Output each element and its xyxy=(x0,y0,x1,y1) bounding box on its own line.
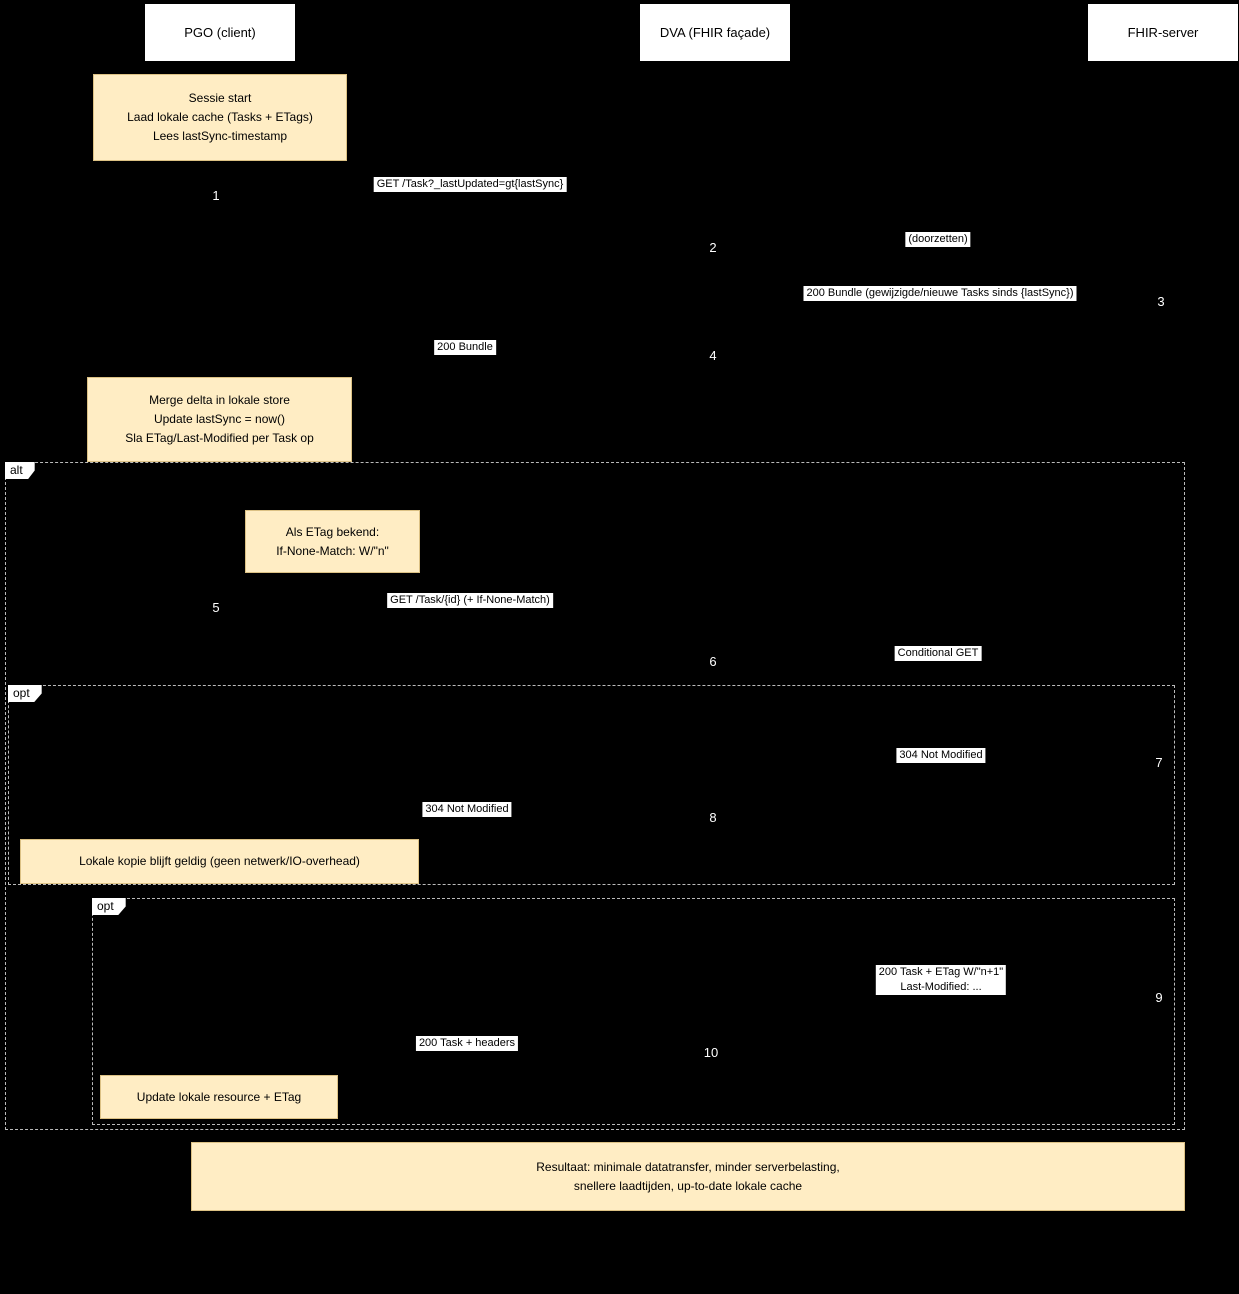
participant-pgo-client: PGO (client) xyxy=(145,4,295,61)
message-4-number: 4 xyxy=(709,348,717,363)
message-9-label: 200 Task + ETag W/"n+1" Last-Modified: .… xyxy=(875,965,1007,995)
note-sessie-start: Sessie start Laad lokale cache (Tasks + … xyxy=(93,74,347,161)
message-5-label: GET /Task/{id} (+ If-None-Match) xyxy=(387,593,553,608)
opt-frame-modified-label: opt xyxy=(92,898,126,915)
message-7-number: 7 xyxy=(1155,755,1163,770)
message-4-label: 200 Bundle xyxy=(434,340,496,355)
lifeline-dva xyxy=(714,61,715,1146)
message-6-label: Conditional GET xyxy=(894,646,982,661)
message-5-number: 5 xyxy=(212,600,220,615)
message-10-number: 10 xyxy=(703,1045,719,1060)
message-3-label: 200 Bundle (gewijzigde/nieuwe Tasks sind… xyxy=(803,286,1077,301)
note-lokale-kopie-geldig: Lokale kopie blijft geldig (geen netwerk… xyxy=(20,839,419,884)
note-update-lokale-resource: Update lokale resource + ETag xyxy=(100,1075,338,1119)
alt-frame-label: alt xyxy=(5,462,35,479)
opt-frame-not-modified-label: opt xyxy=(8,685,42,702)
message-7-label: 304 Not Modified xyxy=(896,748,986,763)
message-1-number: 1 xyxy=(212,188,220,203)
alt-frame: alt xyxy=(5,462,1185,1130)
participant-dva-facade: DVA (FHIR façade) xyxy=(640,4,790,61)
message-3-number: 3 xyxy=(1157,294,1165,309)
message-8-label: 304 Not Modified xyxy=(422,802,512,817)
note-merge-delta: Merge delta in lokale store Update lastS… xyxy=(87,377,352,462)
note-etag-bekend: Als ETag bekend: If-None-Match: W/"n" xyxy=(245,510,420,573)
message-9-number: 9 xyxy=(1155,990,1163,1005)
lifeline-pgo xyxy=(219,61,220,1146)
lifeline-fhir xyxy=(1162,61,1163,1146)
message-2-label: (doorzetten) xyxy=(905,232,971,247)
note-resultaat: Resultaat: minimale datatransfer, minder… xyxy=(191,1142,1185,1211)
message-10-label: 200 Task + headers xyxy=(415,1036,519,1051)
message-8-number: 8 xyxy=(709,810,717,825)
message-6-number: 6 xyxy=(709,654,717,669)
message-1-label: GET /Task?_lastUpdated=gt{lastSync} xyxy=(373,177,567,192)
opt-frame-not-modified: opt xyxy=(8,685,1175,885)
opt-frame-modified: opt xyxy=(92,898,1175,1125)
participant-fhir-server: FHIR-server xyxy=(1088,4,1238,61)
message-2-number: 2 xyxy=(709,240,717,255)
